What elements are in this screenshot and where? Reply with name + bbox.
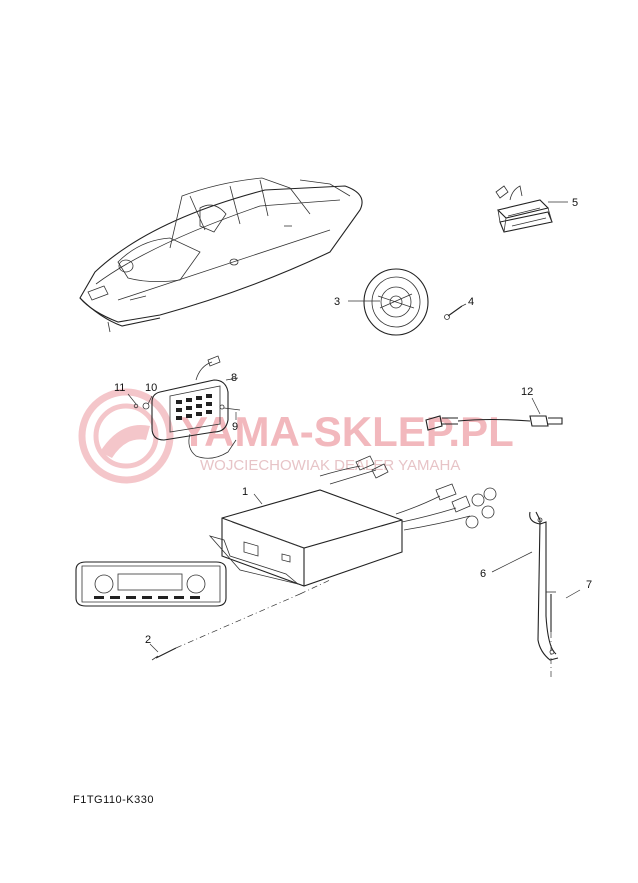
part-4-screw — [444, 303, 467, 320]
boat-illustration — [79, 177, 363, 333]
part-8-remote-panel — [151, 355, 239, 459]
callout-11: 11 — [114, 382, 125, 394]
callout-3: 3 — [334, 296, 340, 308]
part-12-cable — [425, 397, 563, 431]
callout-1: 1 — [242, 486, 248, 498]
part-7-screw — [546, 589, 581, 680]
callout-9: 9 — [232, 421, 238, 433]
part-9-10-11-fasteners — [127, 393, 241, 420]
catalog-code: F1TG110-K330 — [73, 794, 155, 806]
watermark-title: YAMA-SKLEP.PL — [180, 408, 514, 455]
watermark: YAMA-SKLEP.PL WOJCIECHOWIAK DEALER YAMAH… — [78, 388, 514, 484]
part-5-module — [495, 185, 568, 233]
part-2-screw — [149, 579, 331, 661]
part-3-speaker — [348, 268, 429, 336]
callouts: 1 2 3 4 5 6 7 8 9 10 11 12 — [114, 197, 592, 646]
callout-4: 4 — [468, 296, 474, 308]
part-1-head-unit — [208, 455, 497, 587]
watermark-logo — [78, 388, 174, 484]
callout-6: 6 — [480, 568, 486, 580]
callout-12: 12 — [521, 386, 533, 398]
callout-5: 5 — [572, 197, 578, 209]
watermark-subtitle: WOJCIECHOWIAK DEALER YAMAHA — [200, 457, 460, 474]
callout-10: 10 — [145, 382, 157, 394]
callout-2: 2 — [145, 634, 151, 646]
callout-8: 8 — [231, 372, 237, 384]
callout-7: 7 — [586, 579, 592, 591]
part-6-bracket — [491, 511, 559, 661]
faceplate — [75, 561, 227, 607]
